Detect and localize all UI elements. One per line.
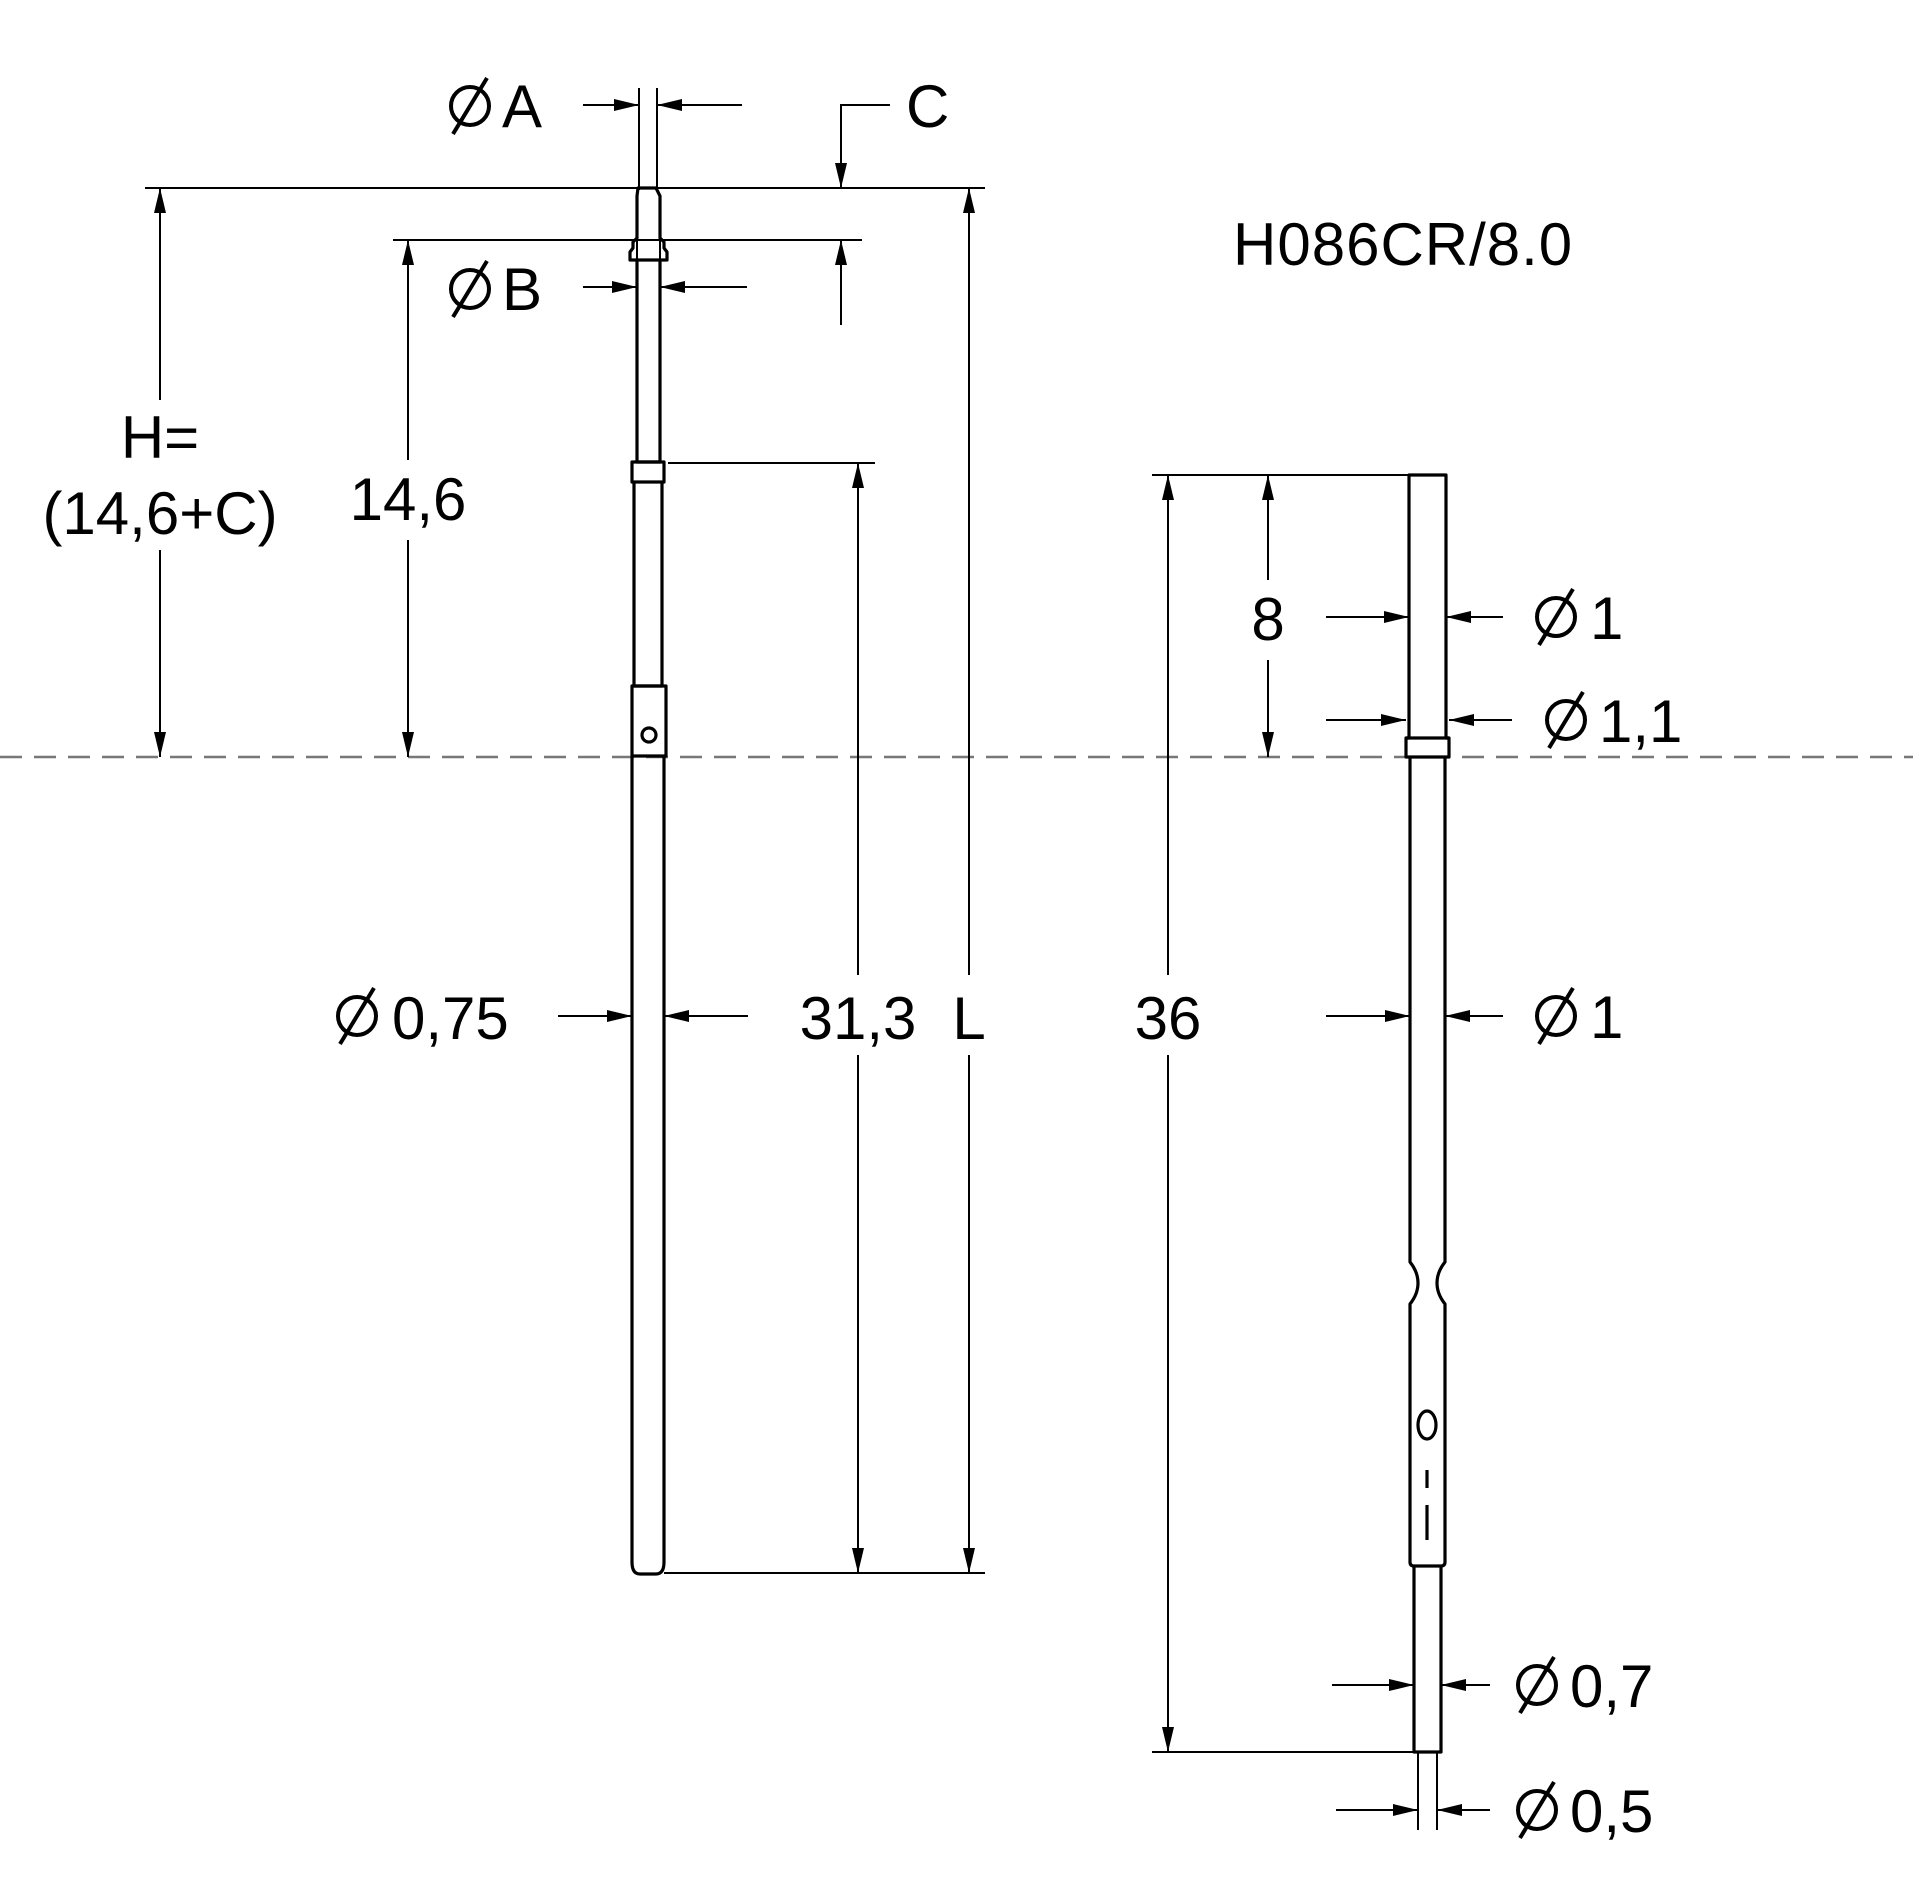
dimension-36: 36: [1120, 475, 1216, 1752]
dimension-dia-a: A: [449, 73, 742, 190]
h-label-line1: H=: [121, 404, 199, 471]
l-label: L: [952, 985, 985, 1052]
diameter-symbol-icon: [449, 76, 491, 136]
c-label: C: [906, 73, 949, 140]
dimension-c: C: [835, 73, 949, 325]
dia-1-top-label: 1: [1590, 585, 1623, 652]
dimension-dia-1-top: 1: [1326, 585, 1623, 652]
dia-1-mid-label: 1: [1590, 984, 1623, 1051]
dia-a-label: A: [502, 73, 542, 140]
diameter-symbol-icon: [1535, 986, 1577, 1046]
dim-14-6-label: 14,6: [350, 466, 467, 533]
dimension-dia-1-1: 1,1: [1326, 688, 1682, 755]
receptacle-outline: [1404, 473, 1451, 1754]
dimension-h: H= (14,6+C): [42, 188, 278, 757]
dimension-8: 8: [1240, 475, 1296, 757]
dim-31-3-label: 31,3: [800, 985, 917, 1052]
dimension-l: L: [944, 188, 994, 1573]
probe-plunger-outline: [628, 186, 669, 1576]
dia-0-5-label: 0,5: [1570, 1778, 1653, 1845]
dimension-dia-1-mid: 1: [1326, 984, 1623, 1051]
dia-0-7-label: 0,7: [1570, 1653, 1653, 1720]
dim-36-label: 36: [1135, 985, 1202, 1052]
h-label-line2: (14,6+C): [42, 480, 277, 547]
right-view: 36 8 1 1,1: [1120, 473, 1682, 1845]
diameter-symbol-icon: [1535, 587, 1577, 647]
diameter-symbol-icon: [1545, 690, 1587, 750]
dia-1-1-label: 1,1: [1599, 688, 1682, 755]
dimension-dia-0-75: 0,75: [336, 985, 748, 1052]
dimension-dia-0-7: 0,7: [1332, 1653, 1653, 1720]
dia-0-75-label: 0,75: [392, 985, 509, 1052]
dia-b-label: B: [502, 256, 542, 323]
diameter-symbol-icon: [449, 259, 491, 319]
dimension-31-3: 31,3: [790, 463, 926, 1573]
dimension-dia-0-5: 0,5: [1336, 1752, 1653, 1845]
dimension-dia-b: B: [449, 240, 747, 323]
part-number-title: H086CR/8.0: [1233, 211, 1573, 278]
dimension-14-6: 14,6: [345, 240, 470, 757]
diameter-symbol-icon: [1516, 1655, 1558, 1715]
diameter-symbol-icon: [1516, 1780, 1558, 1840]
dim-8-label: 8: [1251, 586, 1284, 653]
diameter-symbol-icon: [336, 986, 378, 1046]
left-view: A C B H= (14,6+C): [42, 73, 994, 1576]
